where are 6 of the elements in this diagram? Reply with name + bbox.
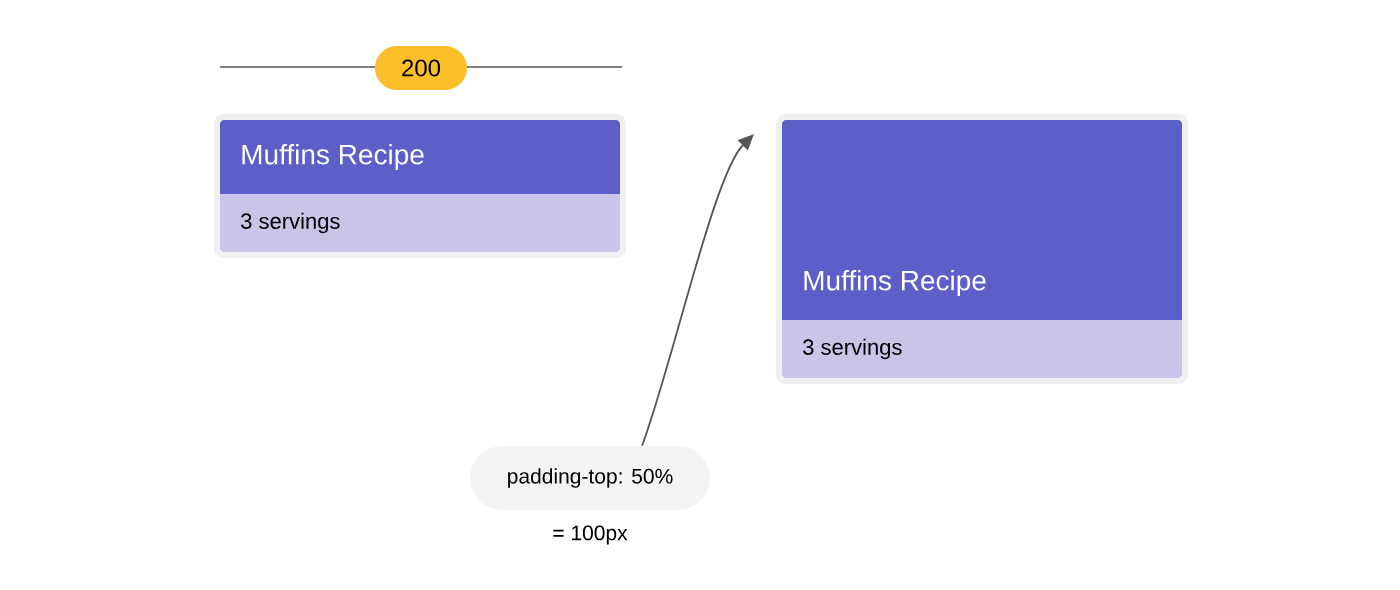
note-text: = 100px <box>553 525 628 545</box>
note-pill: padding-top: 50% <box>470 446 710 510</box>
recipe-card: Muffins Recipe 3 servings <box>776 114 1188 384</box>
recipe-card: Muffins Recipe 3 servings <box>214 114 626 258</box>
dimension-badge: 200 <box>375 46 467 90</box>
arrow <box>641 134 754 447</box>
